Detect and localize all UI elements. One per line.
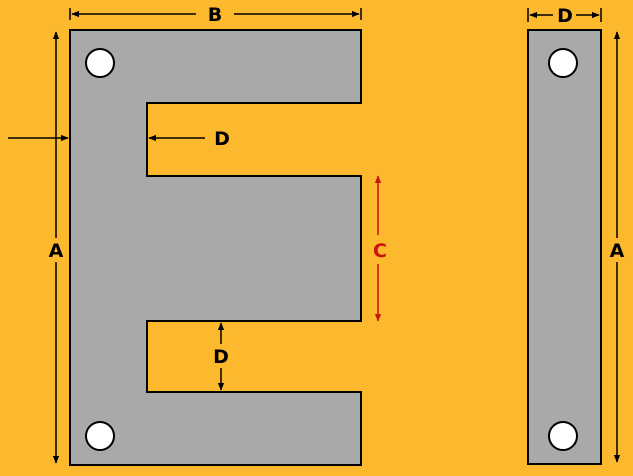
dimension-i-height: A <box>610 31 625 463</box>
dimension-e-window-height: C <box>373 175 387 322</box>
label-e-height: A <box>49 240 64 262</box>
label-i-height: A <box>610 240 625 262</box>
dimension-i-width: D <box>527 5 602 27</box>
i-mounting-hole-top <box>548 48 578 78</box>
label-i-width: D <box>557 5 573 27</box>
e-lamination <box>69 29 362 466</box>
label-e-leg-width: D <box>214 128 230 150</box>
dimension-e-leg-width: D <box>8 128 230 150</box>
i-lamination <box>527 29 602 465</box>
i-lamination-shape <box>527 29 602 465</box>
dimension-e-width: B <box>69 4 362 26</box>
label-e-width: B <box>208 4 222 26</box>
i-mounting-hole-bottom <box>548 421 578 451</box>
label-e-center-leg-height: D <box>213 346 229 368</box>
dimension-e-height: A <box>49 31 64 464</box>
label-e-window-height: C <box>373 240 387 262</box>
dimension-e-center-leg-height: D <box>213 322 229 391</box>
e-lamination-shape <box>69 29 362 466</box>
e-mounting-hole-bottom <box>85 421 115 451</box>
e-mounting-hole-top <box>85 48 115 78</box>
